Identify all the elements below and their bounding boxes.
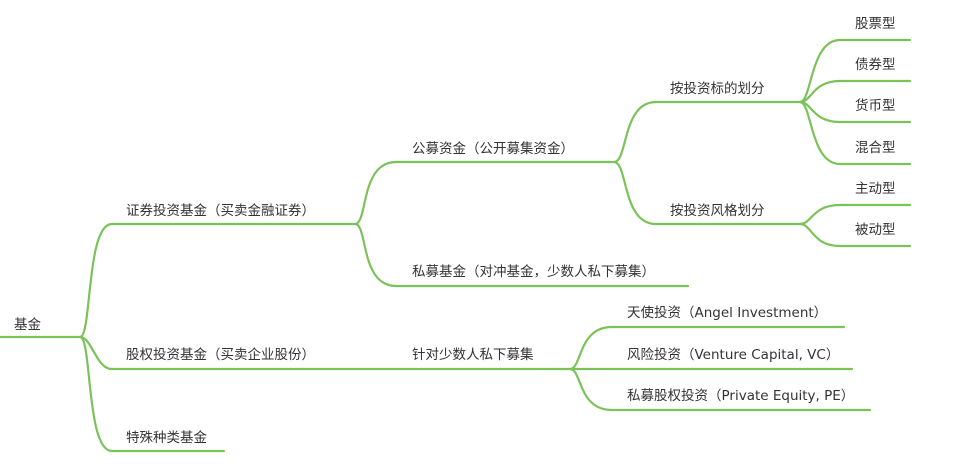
connector-special-fund (78, 335, 114, 453)
node-by-underlying[interactable]: 按投资标的划分 (612, 81, 802, 164)
label-mixed-type: 混合型 (855, 140, 896, 156)
node-private-fund[interactable]: 私募基金（对冲基金，少数人私下募集） (353, 222, 690, 288)
label-money-type: 货币型 (855, 97, 896, 114)
connector-active-type (798, 203, 842, 226)
label-venture-capital: 风险投资（Venture Capital, VC） (627, 347, 839, 363)
label-equity-fund: 股权投资基金（买卖企业股份） (126, 346, 315, 363)
label-active-type: 主动型 (855, 181, 896, 197)
connector-private-equity (568, 367, 614, 412)
connector-by-style (612, 160, 658, 226)
node-mixed-type[interactable]: 混合型 (798, 100, 912, 166)
connector-stock-type (798, 38, 842, 104)
label-by-style: 按投资风格划分 (670, 203, 765, 219)
connector-bond-type (798, 79, 842, 104)
connector-by-underlying (612, 100, 658, 164)
connector-mixed-type (798, 100, 842, 166)
connector-passive-type (798, 222, 842, 248)
connector-public-fund (353, 160, 398, 226)
label-stock-type: 股票型 (855, 16, 896, 32)
connector-angel-investment (568, 325, 614, 371)
label-public-fund: 公募资金（公开募集资金） (412, 141, 574, 157)
label-securities-fund: 证券投资基金（买卖金融证券） (126, 202, 315, 219)
label-bond-type: 债券型 (855, 57, 896, 73)
label-passive-type: 被动型 (855, 222, 896, 238)
node-special-fund[interactable]: 特殊种类基金 (78, 335, 226, 453)
node-by-style[interactable]: 按投资风格划分 (612, 160, 802, 226)
label-private-fund: 私募基金（对冲基金，少数人私下募集） (412, 263, 655, 280)
node-securities-fund[interactable]: 证券投资基金（买卖金融证券） (78, 202, 357, 339)
label-by-underlying: 按投资标的划分 (670, 81, 765, 97)
node-angel-investment[interactable]: 天使投资（Angel Investment） (568, 304, 846, 371)
node-root[interactable]: 基金 (0, 316, 82, 339)
node-active-type[interactable]: 主动型 (798, 181, 912, 226)
connector-money-type (798, 100, 842, 124)
node-venture-capital[interactable]: 风险投资（Venture Capital, VC） (568, 347, 854, 371)
node-private-equity[interactable]: 私募股权投资（Private Equity, PE） (568, 367, 872, 412)
label-private-placement: 针对少数人私下募集 (412, 347, 534, 363)
connector-securities-fund (78, 222, 114, 339)
node-money-type[interactable]: 货币型 (798, 97, 912, 124)
connector-private-fund (353, 222, 398, 288)
node-stock-type[interactable]: 股票型 (798, 16, 912, 104)
label-root: 基金 (14, 316, 41, 333)
node-private-placement: 针对少数人私下募集 (412, 347, 534, 363)
node-public-fund[interactable]: 公募资金（公开募集资金） (353, 141, 616, 226)
label-angel-investment: 天使投资（Angel Investment） (627, 304, 827, 321)
node-passive-type[interactable]: 被动型 (798, 222, 912, 248)
label-special-fund: 特殊种类基金 (126, 429, 207, 446)
label-private-equity: 私募股权投资（Private Equity, PE） (627, 387, 854, 404)
